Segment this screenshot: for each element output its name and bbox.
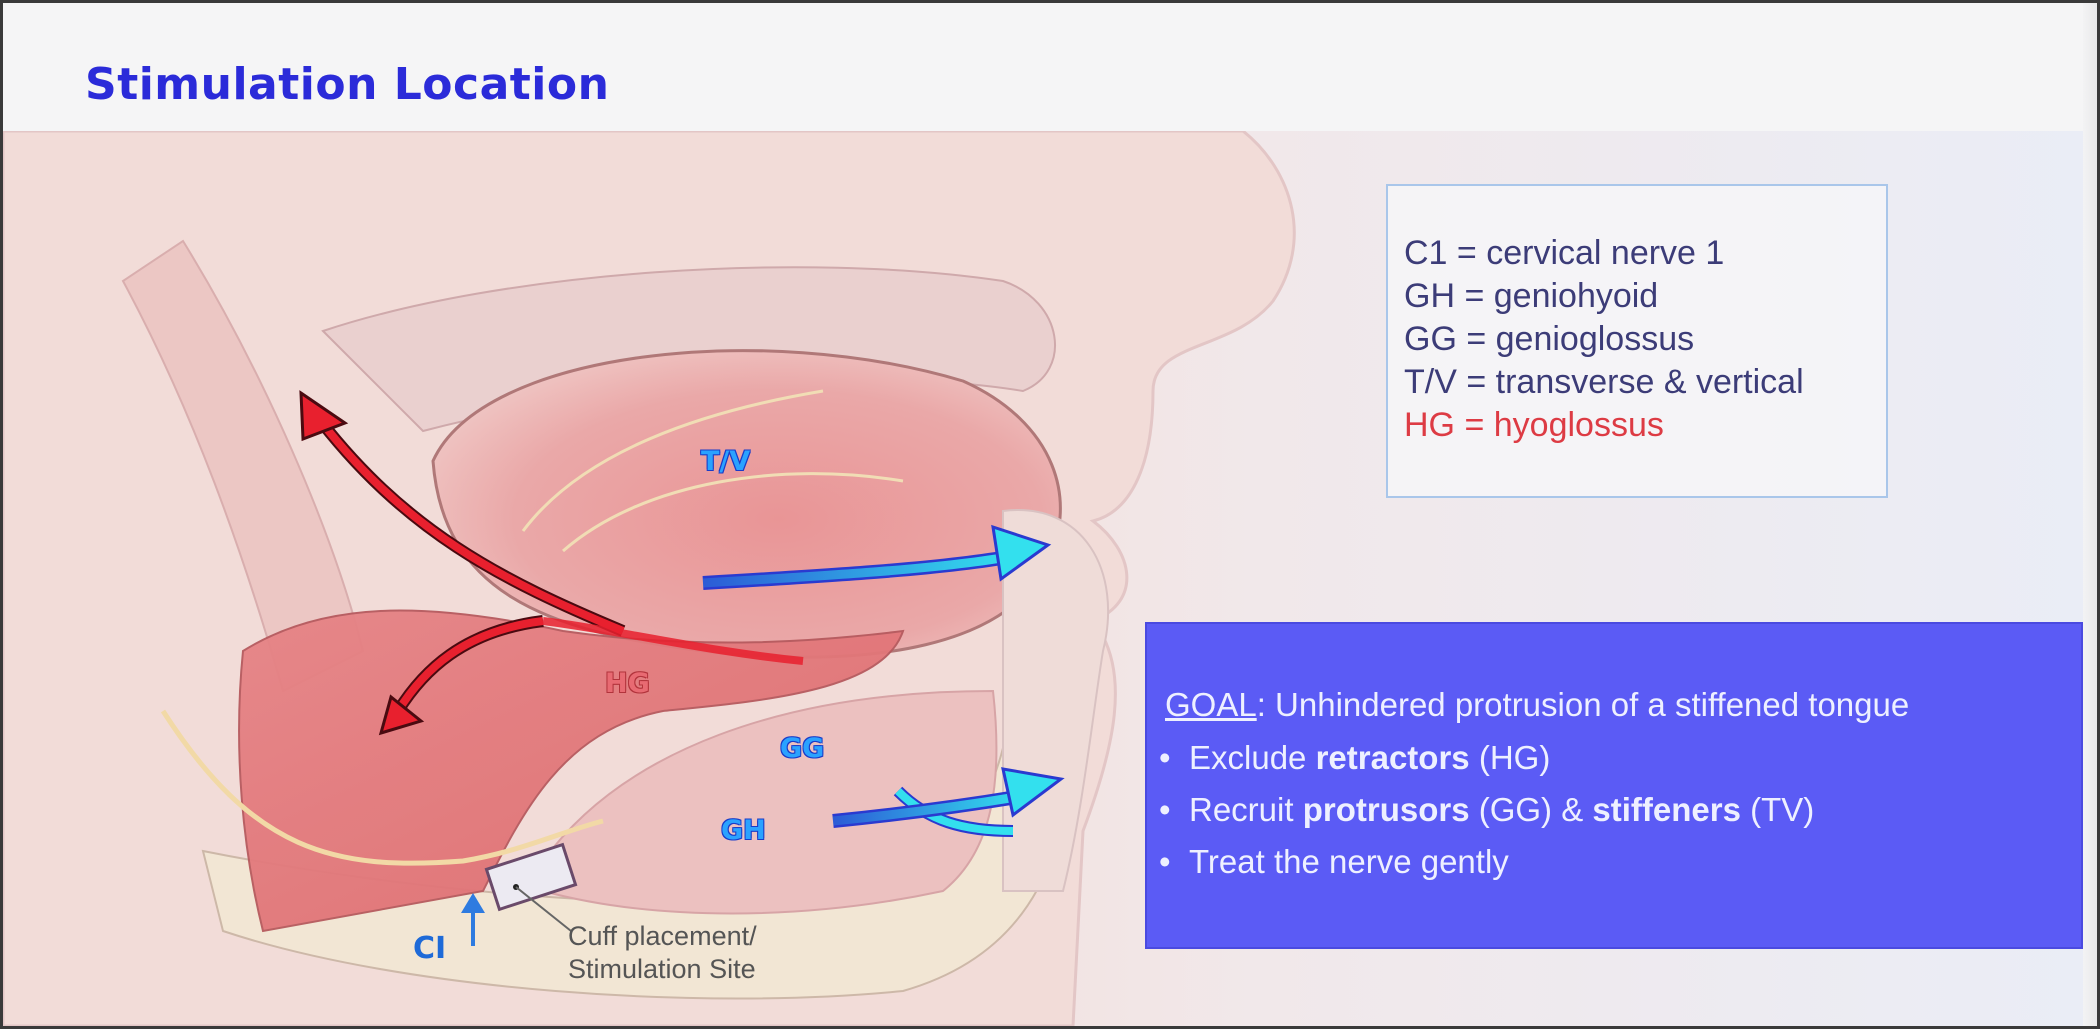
c1-arrow bbox=[461, 893, 485, 946]
goal-bullet: • Treat the nerve gently bbox=[1159, 836, 1814, 888]
bullet-icon: • bbox=[1159, 739, 1171, 776]
legend-item-gh: GH = geniohyoid bbox=[1404, 277, 1659, 315]
abbreviation-legend: C1 = cervical nerve 1 GH = geniohyoid GG… bbox=[1386, 184, 1888, 498]
legend-item-hg: HG = hyoglossus bbox=[1404, 406, 1664, 444]
bullet-text: (GG) & bbox=[1469, 791, 1593, 828]
cuff-caption: Cuff placement/ Stimulation Site bbox=[568, 920, 757, 986]
legend-item-gg: GG = genioglossus bbox=[1404, 320, 1695, 358]
goal-text: : Unhindered protrusion of a stiffened t… bbox=[1256, 686, 1910, 723]
goal-bullet: • Exclude retractors (HG) bbox=[1159, 732, 1814, 784]
bullet-text: Exclude bbox=[1189, 739, 1316, 776]
bullet-text: (HG) bbox=[1469, 739, 1551, 776]
goal-key: GOAL bbox=[1165, 686, 1257, 723]
goal-headline: GOAL: Unhindered protrusion of a stiffen… bbox=[1165, 686, 1909, 724]
goal-box: GOAL: Unhindered protrusion of a stiffen… bbox=[1145, 622, 2083, 949]
cuff-caption-line: Cuff placement/ bbox=[568, 921, 757, 951]
nerve-branch bbox=[562, 472, 904, 553]
protrusion-arrow-tv bbox=[702, 524, 1052, 590]
legend-item-c1: C1 = cervical nerve 1 bbox=[1404, 234, 1725, 272]
bullet-bold: retractors bbox=[1315, 739, 1470, 776]
label-gg: GG bbox=[780, 733, 825, 764]
bullet-bold: protrusors bbox=[1302, 791, 1470, 828]
label-hg: HG bbox=[605, 668, 650, 699]
label-tv: T/V bbox=[701, 446, 751, 477]
slide-edge bbox=[2083, 3, 2097, 1026]
bullet-text: Recruit bbox=[1189, 791, 1303, 828]
cuff-leader-line bbox=[515, 886, 572, 932]
label-gh: GH bbox=[721, 815, 766, 846]
retraction-arrow-down bbox=[378, 615, 544, 736]
bullet-bold: stiffeners bbox=[1592, 791, 1741, 828]
bullet-icon: • bbox=[1159, 843, 1171, 880]
label-c1: CI bbox=[413, 931, 447, 966]
bullet-text: (TV) bbox=[1740, 791, 1815, 828]
goal-bullets: • Exclude retractors (HG) • Recruit protru… bbox=[1159, 732, 1814, 888]
slide-title: Stimulation Location bbox=[85, 59, 610, 110]
goal-bullet: • Recruit protrusors (GG) & stiffeners (T… bbox=[1159, 784, 1814, 836]
hypoglossal-nerve bbox=[160, 709, 604, 866]
protrusion-arrow-gh bbox=[832, 767, 1065, 828]
retraction-arrow-trunk bbox=[542, 617, 804, 665]
retraction-arrow-up bbox=[299, 390, 626, 637]
cuff-caption-line: Stimulation Site bbox=[568, 954, 756, 984]
slide: Stimulation Location bbox=[3, 3, 2097, 1026]
protrusion-arrow-gg bbox=[893, 786, 1014, 837]
bullet-text: Treat the nerve gently bbox=[1189, 843, 1509, 880]
legend-list: C1 = cervical nerve 1 GH = geniohyoid GG… bbox=[1404, 232, 1804, 447]
bullet-icon: • bbox=[1159, 791, 1171, 828]
nerve-branch bbox=[521, 389, 824, 532]
legend-item-tv: T/V = transverse & vertical bbox=[1404, 363, 1804, 401]
